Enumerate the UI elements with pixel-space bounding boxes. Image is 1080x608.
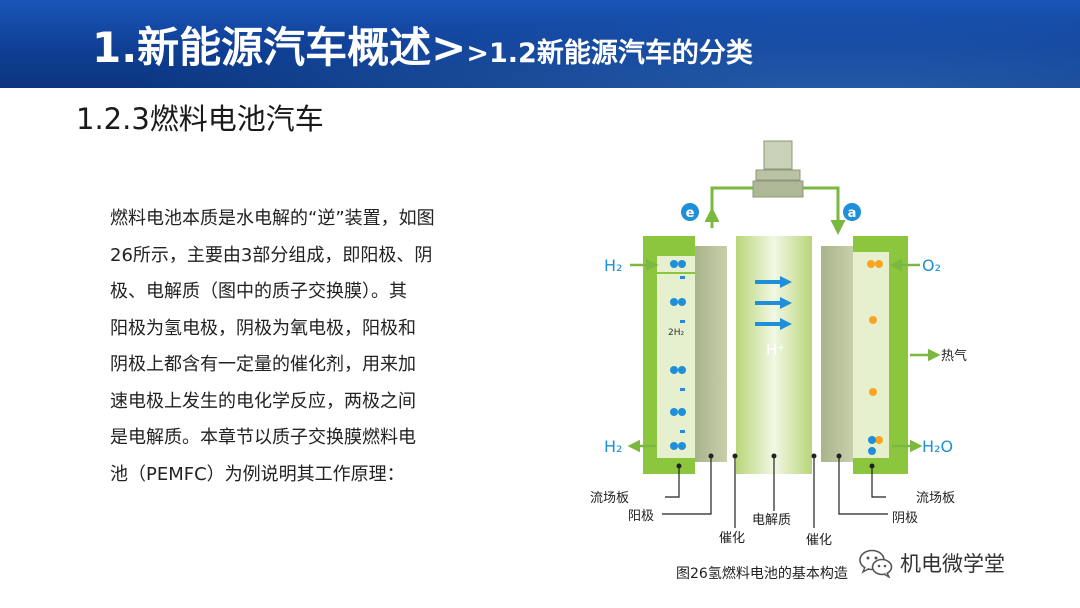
heat-label: 热气 (941, 348, 967, 364)
body-line: 燃料电池本质是水电解的“逆”装置，如图 (110, 208, 435, 229)
body-line: 极、电解质（图中的质子交换膜）。其 (110, 281, 407, 302)
label-flow-plate-right: 流场板 (916, 491, 955, 506)
figure-caption: 图26氢燃料电池的基本构造 (676, 566, 848, 582)
title-sub: >1.2新能源汽车的分类 (466, 38, 753, 69)
body-line: 阳极为氢电极，阴极为氧电极，阳极和 (110, 317, 416, 339)
watermark: 机电微学堂 (858, 545, 1005, 581)
electron-right-badge (843, 203, 861, 221)
hydrogen-molecules (670, 260, 686, 450)
fuel-cell-diagram: e a 2H₂ H⁺ H₂ H₂ (590, 140, 967, 548)
section-title: 1.2.3燃料电池汽车 (76, 102, 324, 136)
label-flow-plate-left: 流场板 (590, 491, 629, 506)
h2-bottom-label: H₂ (604, 437, 622, 456)
proton-label: H⁺ (766, 341, 785, 359)
label-catalyst-left: 催化 (719, 531, 745, 546)
load-motor-icon (752, 140, 804, 198)
body-line: 是电解质。本章节以质子交换膜燃料电 (110, 427, 416, 448)
h2-top-label: H₂ (604, 256, 622, 275)
wechat-icon (859, 549, 893, 578)
callout-lines (662, 456, 888, 528)
proton-arrows (755, 276, 792, 330)
header-sheen (0, 0, 1080, 88)
body-line: 速电极上发生的电化学反应，两极之间 (110, 390, 416, 412)
page-title: 1.新能源汽车概述>>1.2新能源汽车的分类 (92, 14, 753, 74)
body-line: 池（PEMFC）为例说明其工作原理： (110, 463, 405, 485)
label-cathode: 阴极 (892, 511, 918, 526)
body-text: 燃料电池本质是水电解的“逆”装置，如图 26所示，主要由3部分组成，即阳极、阴 … (110, 201, 472, 493)
body-line: 阴极上都含有一定量的催化剂，用来加 (110, 354, 416, 375)
body-line: 26所示，主要由3部分组成，即阳极、阴 (110, 244, 433, 266)
oxygen-molecules (867, 260, 883, 444)
electron-left-label: e (686, 206, 695, 221)
left-dashes (680, 276, 685, 433)
electrolyte-membrane (736, 236, 812, 474)
hydrogen-small-label: 2H₂ (668, 328, 684, 338)
anode-plate (695, 246, 727, 462)
h2o-label: H₂O (922, 437, 953, 456)
cathode-plate (821, 246, 853, 462)
right-channel (853, 252, 889, 458)
label-anode: 阳极 (628, 509, 654, 524)
header-banner: 1.新能源汽车概述>>1.2新能源汽车的分类 (0, 0, 1080, 88)
electron-right-label: a (848, 206, 857, 221)
electron-left-badge (681, 203, 699, 221)
water-molecules (868, 436, 876, 455)
left-channel (657, 252, 695, 458)
label-catalyst-right: 催化 (806, 533, 832, 548)
o2-label: O₂ (922, 256, 941, 275)
watermark-text: 机电微学堂 (900, 552, 1005, 576)
label-electrolyte: 电解质 (752, 513, 791, 528)
title-main: 1.新能源汽车概述> (92, 23, 467, 72)
